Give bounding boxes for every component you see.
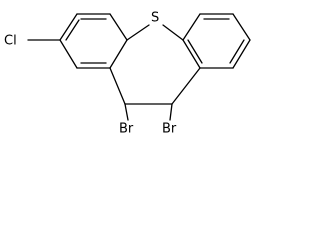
right-benzene-ring xyxy=(182,13,251,69)
canvas-background xyxy=(0,0,279,147)
bond-c-chbr xyxy=(171,67,201,105)
thiepine-ring-bonds xyxy=(109,24,201,105)
chlorine-atom-label: Cl xyxy=(4,34,17,49)
bond xyxy=(59,13,78,41)
double-bond-inner xyxy=(229,39,245,64)
bond xyxy=(182,39,201,69)
bond-s-c xyxy=(162,24,184,41)
bond-c-chbr xyxy=(109,67,126,105)
bond xyxy=(232,13,251,41)
molecule-structure: S Cl Br Br xyxy=(0,0,279,147)
bromine-right-atom-label: Br xyxy=(162,122,177,137)
atom-labels: S Cl Br Br xyxy=(4,11,177,137)
bond xyxy=(109,39,128,69)
bond-c-br-right xyxy=(169,103,173,121)
bond-c-s xyxy=(126,24,150,41)
bond xyxy=(232,39,251,69)
bond xyxy=(59,39,78,69)
substituent-bonds xyxy=(27,39,173,121)
bond xyxy=(109,13,128,41)
left-benzene-ring xyxy=(59,13,128,69)
bond-c-br-left xyxy=(124,103,129,121)
double-bond-inner xyxy=(65,19,80,41)
bromine-left-atom-label: Br xyxy=(119,122,134,137)
sulfur-atom-label: S xyxy=(151,11,159,26)
bond xyxy=(182,13,201,41)
double-bond-inner xyxy=(187,39,203,64)
